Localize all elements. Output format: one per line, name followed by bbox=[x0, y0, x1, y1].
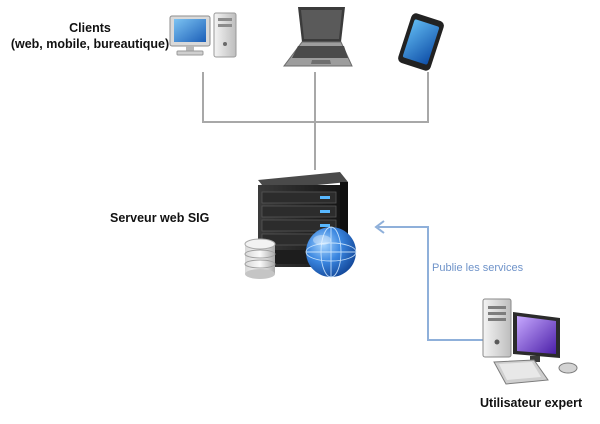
client-connectors bbox=[202, 72, 429, 170]
publish-arrow bbox=[374, 220, 483, 341]
clients-label: Clients (web, mobile, bureautique) bbox=[0, 20, 180, 52]
desktop-computer-icon bbox=[169, 12, 237, 58]
clients-title: Clients bbox=[69, 21, 111, 35]
publish-services-label: Publie les services bbox=[432, 262, 524, 274]
globe-icon bbox=[305, 226, 357, 278]
clients-subtitle: (web, mobile, bureautique) bbox=[10, 37, 170, 51]
smartphone-icon bbox=[398, 13, 444, 71]
server-label: Serveur web SIG bbox=[110, 211, 210, 225]
workstation-icon bbox=[482, 298, 578, 385]
database-icon bbox=[244, 238, 276, 279]
expert-user-label: Utilisateur expert bbox=[480, 396, 583, 410]
laptop-icon bbox=[283, 7, 353, 67]
